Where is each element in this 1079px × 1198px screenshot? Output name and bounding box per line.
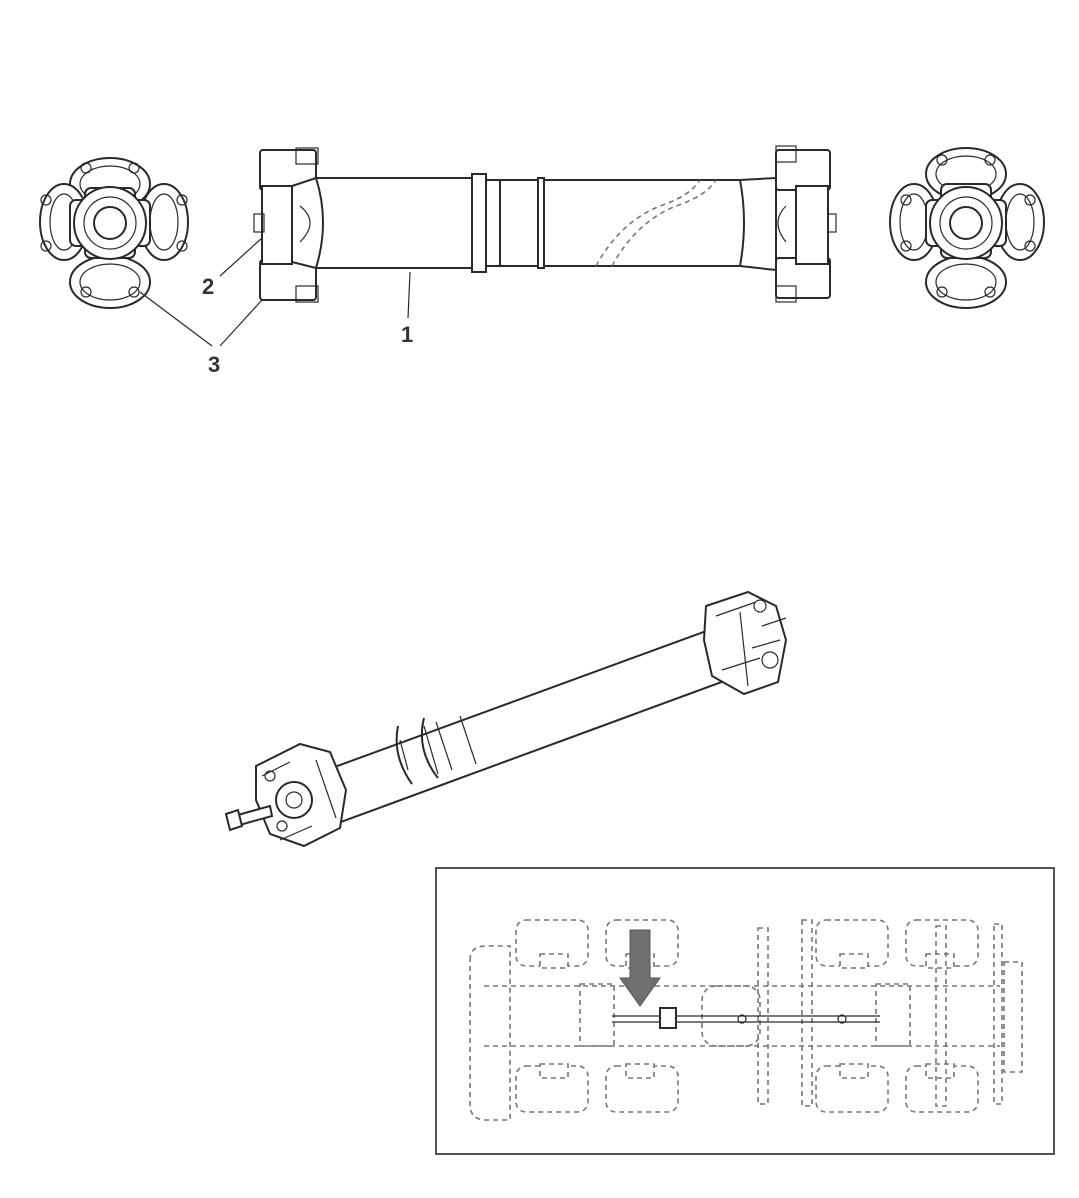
callout-2: 2 xyxy=(202,274,214,299)
location-arrow xyxy=(619,929,661,1007)
left-flange-yoke xyxy=(255,742,348,848)
exploded-view: 1 2 3 xyxy=(39,145,1045,377)
callout-3: 3 xyxy=(208,352,220,377)
callout-1: 1 xyxy=(401,322,413,347)
bolt xyxy=(224,804,274,832)
vehicle-locator-inset xyxy=(435,867,1055,1155)
propeller-shaft-side-view xyxy=(253,145,837,303)
isometric-shaft-view xyxy=(224,590,788,848)
callout-leaders xyxy=(139,237,411,347)
right-flange-yoke xyxy=(702,590,788,696)
right-universal-joint-cross xyxy=(889,147,1045,309)
left-universal-joint-cross xyxy=(39,157,189,309)
